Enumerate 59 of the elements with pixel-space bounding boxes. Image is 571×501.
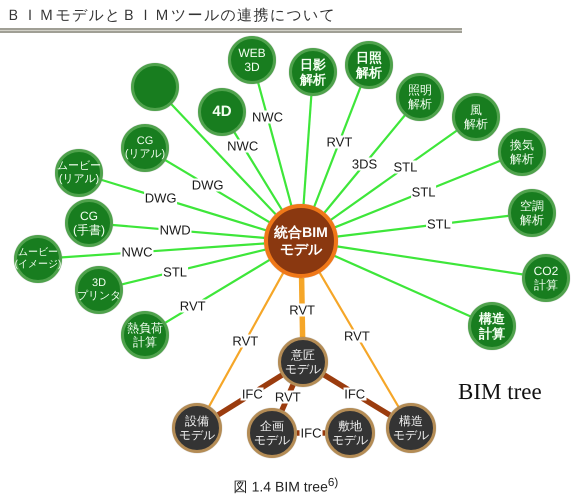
edge-label: IFC — [300, 426, 322, 440]
connector-line — [313, 87, 362, 207]
connector-line — [298, 278, 306, 338]
page-title: ＢＩＭモデルとＢＩＭツールの連携について — [6, 6, 336, 25]
tool-circle: WEB 3D — [228, 36, 276, 84]
tool-circle: 3Dプリンタ — [75, 266, 123, 314]
tool-circle: 日照解析 — [345, 41, 393, 89]
edge-label: 3DS — [350, 158, 378, 171]
edge-label: NWC — [120, 246, 154, 259]
edge-label: DWG — [144, 192, 178, 204]
connector-line — [208, 272, 284, 407]
tool-circle — [131, 63, 179, 111]
model-circle: 企画モデル — [247, 408, 297, 458]
connector-line — [337, 245, 522, 276]
tool-circle: CG(リアル) — [121, 124, 169, 172]
tool-circle: 空調解析 — [508, 189, 556, 237]
edge-label: IFC — [343, 387, 366, 400]
connector-line — [216, 372, 284, 418]
connector-line — [170, 104, 276, 215]
edge-label: RVT — [288, 304, 316, 316]
connector-line — [330, 130, 458, 220]
tool-circle: 熱負荷計算 — [121, 311, 169, 359]
edge-label: RVT — [231, 334, 260, 348]
edge-label: NWC — [226, 139, 260, 152]
edge-label: RVT — [274, 390, 302, 404]
tool-circle: 照明解析 — [396, 73, 444, 121]
edge-label: STL — [392, 160, 418, 174]
edge-label: RVT — [326, 135, 354, 148]
model-circle: 設備モデル — [172, 403, 222, 453]
edge-label: DWG — [190, 178, 224, 192]
tool-circle: CG(手書) — [65, 199, 113, 247]
edge-label: NWC — [250, 110, 284, 124]
connector-line — [324, 114, 406, 214]
tool-circle: ムービー(リアル) — [55, 149, 103, 197]
connector-line — [257, 82, 292, 206]
connector-line — [318, 272, 400, 408]
tool-circle: 4D — [198, 88, 246, 136]
edge-label: STL — [162, 265, 188, 278]
edge-label: IFC — [240, 387, 264, 400]
tool-circle: CO2計算 — [522, 254, 570, 302]
model-circle: 構造モデル — [386, 403, 436, 453]
edge-label: RVT — [178, 300, 207, 313]
tool-circle: 風解析 — [452, 93, 500, 141]
connector-line — [334, 255, 471, 318]
model-circle: 意匠モデル — [278, 337, 328, 387]
model-circle: 敷地モデル — [325, 408, 375, 458]
tool-circle: 構造計算 — [468, 302, 516, 350]
tool-circle: 日影解析 — [289, 48, 337, 96]
hub-circle: 統合BIMモデル — [264, 204, 338, 278]
edge-label: STL — [426, 218, 452, 231]
edge-label: STL — [410, 185, 437, 198]
tool-circle: ムービー(イメージ) — [14, 235, 62, 283]
connector-line — [322, 372, 392, 418]
edge-label: RVT — [343, 330, 371, 343]
tool-circle: 換気解析 — [498, 128, 546, 176]
figure-caption: 図 1.4 BIM tree$^{6)}$ — [234, 476, 338, 497]
edge-label: NWD — [158, 224, 192, 237]
diagram-label: BIM tree — [458, 379, 542, 405]
connector-line — [302, 96, 312, 204]
